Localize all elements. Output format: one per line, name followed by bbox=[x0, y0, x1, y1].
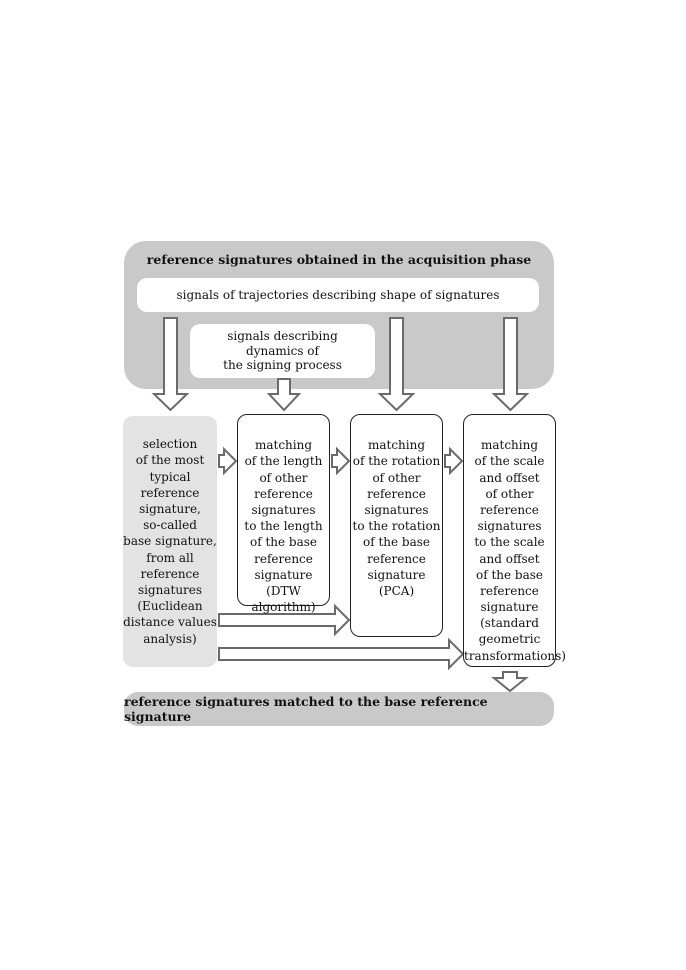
scale-offset-matching-label: matching of the scale and offset of othe… bbox=[464, 438, 566, 663]
length-matching-box: matching of the length of other referenc… bbox=[237, 414, 330, 614]
acquisition-phase-title: reference signatures obtained in the acq… bbox=[146, 252, 532, 267]
down-arrow-selection bbox=[151, 317, 190, 412]
scale-offset-matching-box: matching of the scale and offset of othe… bbox=[463, 414, 566, 667]
down-arrow-length bbox=[266, 378, 302, 412]
long-arrow-selection-scale bbox=[218, 637, 465, 671]
base-signature-selection-box: selection of the most typical reference … bbox=[123, 416, 217, 667]
down-arrow-scale bbox=[491, 317, 530, 412]
base-signature-selection-label: selection of the most typical reference … bbox=[123, 437, 217, 646]
length-matching-label: matching of the length of other referenc… bbox=[244, 438, 323, 615]
right-arrow-selection-length bbox=[218, 446, 238, 476]
matched-signatures-title: reference signatures matched to the base… bbox=[124, 694, 488, 724]
rotation-matching-box: matching of the rotation of other refere… bbox=[350, 414, 443, 637]
trajectory-signals-label: signals of trajectories describing shape… bbox=[176, 288, 500, 302]
right-arrow-length-rotation bbox=[331, 446, 351, 476]
long-arrow-selection-rotation bbox=[218, 603, 351, 637]
down-arrow-footer bbox=[491, 671, 529, 693]
trajectory-signals-box: signals of trajectories describing shape… bbox=[137, 278, 539, 312]
down-arrow-rotation bbox=[377, 317, 416, 412]
dynamics-signals-label: signals describing dynamics of the signi… bbox=[223, 329, 342, 373]
rotation-matching-label: matching of the rotation of other refere… bbox=[352, 438, 441, 598]
right-arrow-rotation-scale bbox=[444, 446, 464, 476]
matched-signatures-panel: reference signatures matched to the base… bbox=[124, 692, 554, 726]
dynamics-signals-box: signals describing dynamics of the signi… bbox=[190, 324, 375, 378]
